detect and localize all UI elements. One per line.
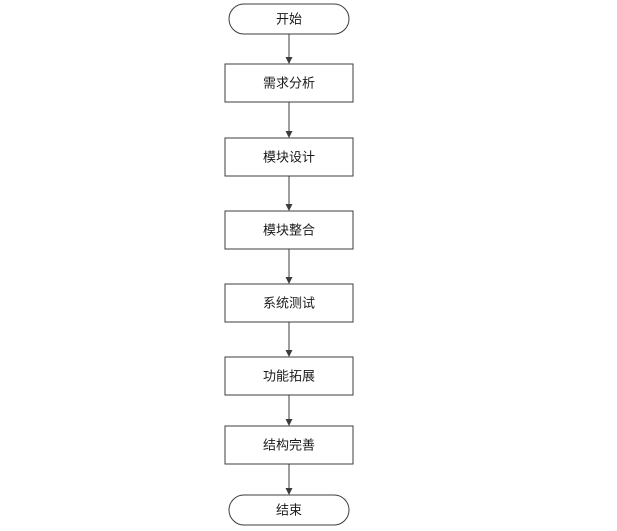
flow-step-label: 需求分析: [263, 77, 315, 92]
terminal-shape: [228, 494, 350, 526]
flow-step-label: 系统测试: [263, 297, 315, 312]
process-box: [224, 356, 354, 396]
flow-step-7: 结构完善: [224, 425, 354, 465]
process-box: [224, 425, 354, 465]
flow-step-label: 功能拓展: [263, 370, 315, 385]
arrowhead-icon: [285, 419, 293, 426]
arrowhead-icon: [285, 350, 293, 357]
flow-arrow-4: [285, 249, 293, 284]
flow-arrow-7: [285, 464, 293, 495]
flow-step-2: 需求分析: [224, 63, 354, 103]
flow-step-5: 系统测试: [224, 283, 354, 323]
flow-step-1: 开始: [228, 3, 350, 35]
flow-step-6: 功能拓展: [224, 356, 354, 396]
flow-arrow-6: [285, 395, 293, 426]
process-box: [224, 210, 354, 250]
flow-step-label: 模块设计: [263, 151, 315, 166]
flow-step-3: 模块设计: [224, 137, 354, 177]
flow-arrow-1: [285, 34, 293, 64]
flow-step-label: 结束: [276, 504, 302, 519]
process-box: [224, 283, 354, 323]
flow-step-label: 开始: [276, 13, 302, 28]
flow-arrow-5: [285, 322, 293, 357]
flow-step-label: 结构完善: [263, 438, 315, 454]
flow-arrow-2: [285, 102, 293, 138]
arrowhead-icon: [285, 204, 293, 211]
flow-step-4: 模块整合: [224, 210, 354, 250]
process-box: [224, 137, 354, 177]
flow-step-label: 模块整合: [263, 224, 315, 239]
flow-arrow-3: [285, 176, 293, 211]
arrowhead-icon: [285, 131, 293, 138]
flow-step-8: 结束: [228, 494, 350, 526]
connectors-group: [285, 34, 293, 495]
process-box: [224, 63, 354, 103]
terminal-shape: [228, 3, 350, 35]
arrowhead-icon: [285, 277, 293, 284]
arrowhead-icon: [285, 57, 293, 64]
arrowhead-icon: [285, 488, 293, 495]
